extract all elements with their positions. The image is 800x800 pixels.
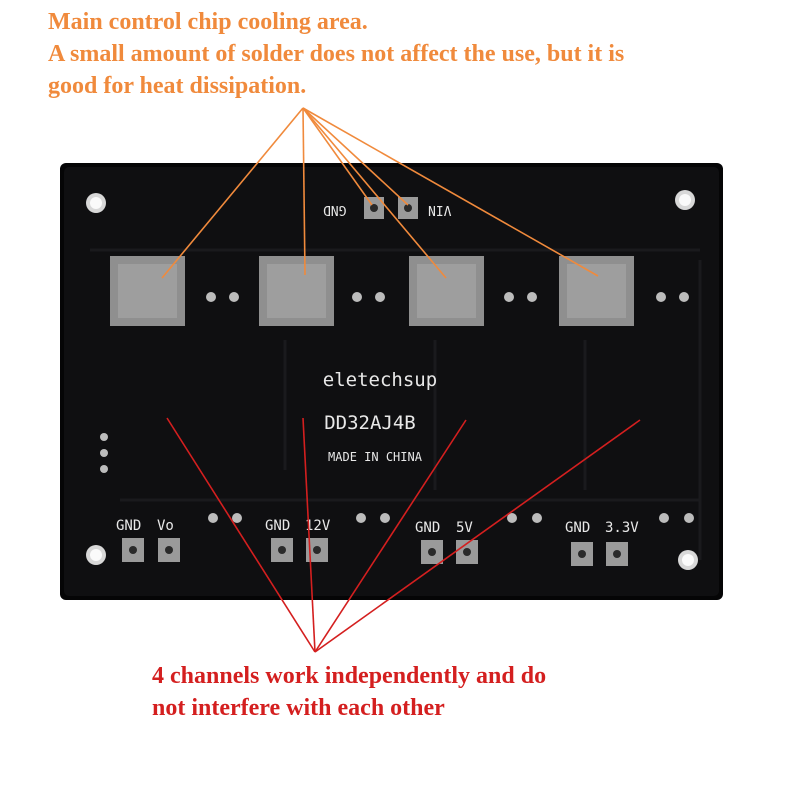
- annotation-line: 4 channels work independently and do: [152, 663, 547, 689]
- out3-label: 5V: [456, 520, 473, 536]
- out3-gnd-label: GND: [415, 520, 440, 536]
- model-silkscreen: DD32AJ4B: [324, 412, 416, 434]
- out1-label: Vo: [157, 518, 174, 534]
- red-pointer-lines: [166, 417, 641, 653]
- brand-silkscreen: eletechsup: [323, 369, 437, 391]
- annotation-line: A small amount of solder does not affect…: [48, 41, 625, 67]
- orange-pointer-lines: [161, 107, 599, 279]
- out2-gnd-label: GND: [265, 518, 290, 534]
- header-pins: [100, 433, 108, 473]
- out1-gnd-label: GND: [116, 518, 141, 534]
- mounting-holes: [86, 190, 698, 570]
- input-terminals: [364, 197, 418, 219]
- vias: [206, 292, 694, 523]
- input-vin-label: VIN: [428, 202, 451, 217]
- annotation-line: not interfere with each other: [152, 695, 445, 721]
- annotation-line: good for heat dissipation.: [48, 73, 307, 99]
- out4-label: 3.3V: [605, 520, 639, 536]
- input-gnd-label: GND: [323, 202, 347, 217]
- cooling-area-annotation: Main control chip cooling area. A small …: [48, 6, 788, 102]
- out2-label: 12V: [305, 518, 331, 534]
- channels-annotation: 4 channels work independently and do not…: [152, 660, 752, 724]
- annotation-line: Main control chip cooling area.: [48, 9, 368, 35]
- output-terminals: [122, 538, 628, 566]
- origin-silkscreen: MADE IN CHINA: [328, 450, 423, 464]
- out4-gnd-label: GND: [565, 520, 590, 536]
